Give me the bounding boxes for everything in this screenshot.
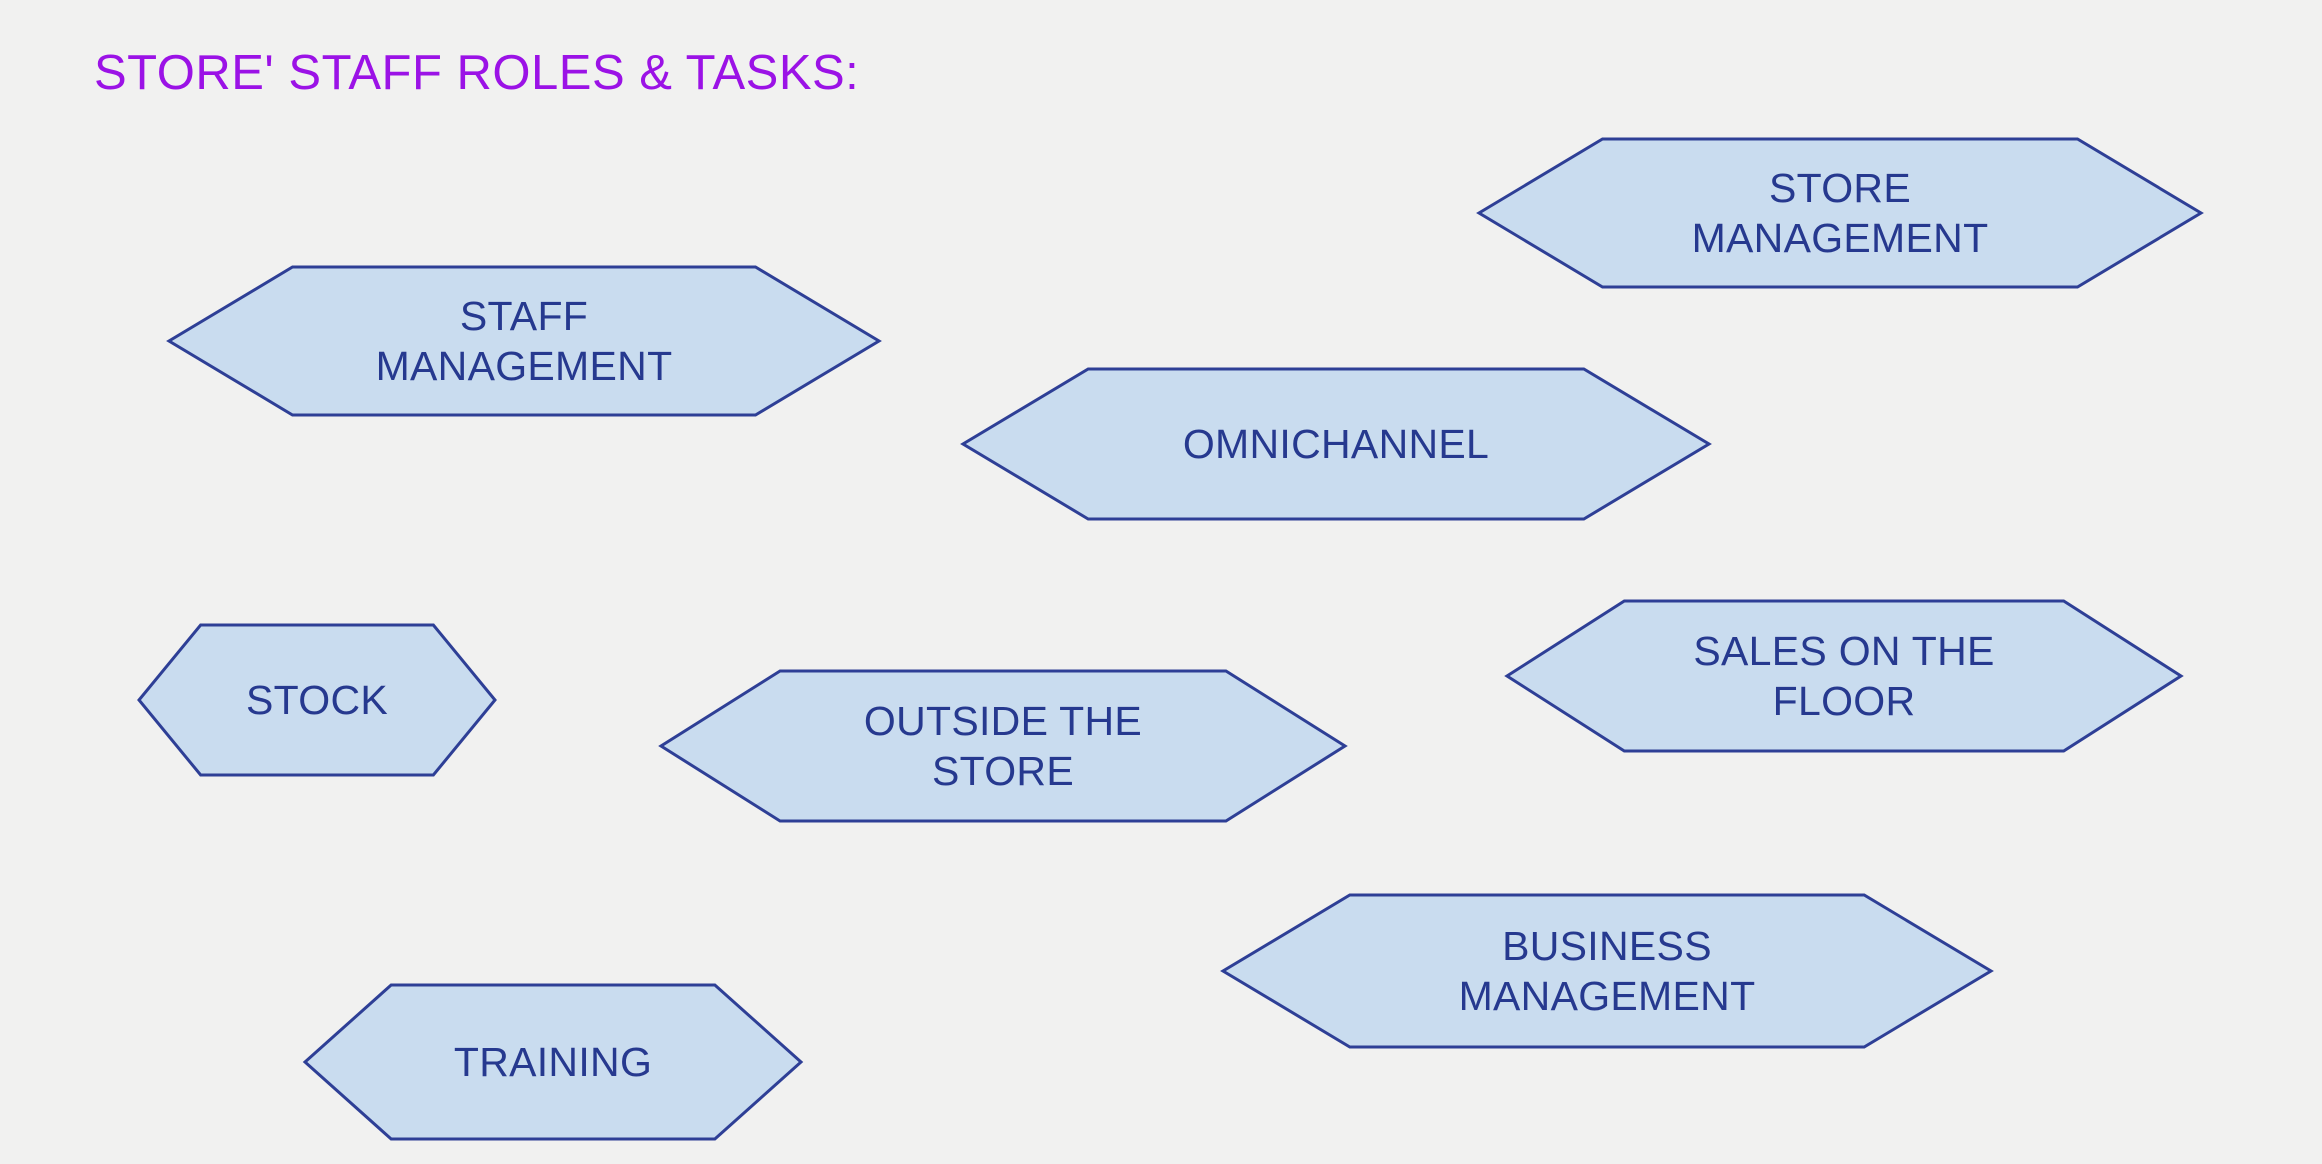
hexagon-shape-outside-the-store — [658, 669, 1348, 823]
hexagon-shape-training — [302, 983, 804, 1141]
hexagon-shape-business-management — [1220, 893, 1994, 1049]
page-title: STORE' STAFF ROLES & TASKS: — [94, 46, 860, 100]
hexagon-node-sales-on-the-floor[interactable]: SALES ON THE FLOOR — [1504, 599, 2184, 753]
hexagon-shape-omnichannel — [960, 367, 1712, 521]
hexagon-shape-sales-on-the-floor — [1504, 599, 2184, 753]
hexagon-node-training[interactable]: TRAINING — [302, 983, 804, 1141]
hexagon-node-omnichannel[interactable]: OMNICHANNEL — [960, 367, 1712, 521]
hexagon-node-outside-the-store[interactable]: OUTSIDE THE STORE — [658, 669, 1348, 823]
hexagon-shape-store-management — [1476, 137, 2204, 289]
hexagon-node-store-management[interactable]: STORE MANAGEMENT — [1476, 137, 2204, 289]
hexagon-node-stock[interactable]: STOCK — [137, 623, 497, 777]
hexagon-node-business-management[interactable]: BUSINESS MANAGEMENT — [1220, 893, 1994, 1049]
hexagon-node-staff-management[interactable]: STAFF MANAGEMENT — [166, 265, 882, 417]
hexagon-shape-staff-management — [166, 265, 882, 417]
hexagon-shape-stock — [137, 623, 497, 777]
